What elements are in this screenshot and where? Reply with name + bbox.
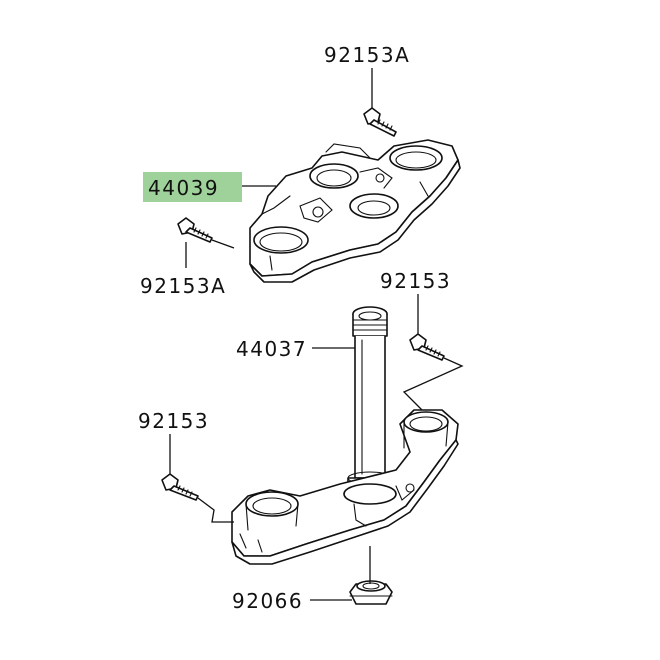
highlight-box-44039 (143, 172, 242, 202)
lower-triple-clamp[interactable] (231, 409, 459, 565)
bolt-92153a-top[interactable] (363, 107, 397, 137)
label-44037[interactable]: 44037 (236, 337, 307, 361)
label-92153-left[interactable]: 92153 (138, 409, 209, 433)
label-44039[interactable]: 44039 (148, 176, 219, 200)
bolt-92153-left[interactable] (161, 473, 199, 501)
label-92153a-left[interactable]: 92153A (140, 274, 226, 298)
steering-stem[interactable] (347, 306, 393, 493)
leader-lines (169, 68, 464, 601)
label-92066[interactable]: 92066 (232, 589, 303, 613)
bolt-92153a-left[interactable] (177, 217, 213, 243)
label-92153a-top[interactable]: 92153A (324, 43, 410, 67)
part-labels: 92153A 44039 92153A 92153 44037 92153 92… (138, 43, 451, 613)
cap-92066[interactable] (349, 580, 393, 605)
upper-triple-clamp[interactable] (249, 139, 461, 283)
bolt-92153-right[interactable] (409, 333, 445, 361)
label-92153-right[interactable]: 92153 (380, 269, 451, 293)
